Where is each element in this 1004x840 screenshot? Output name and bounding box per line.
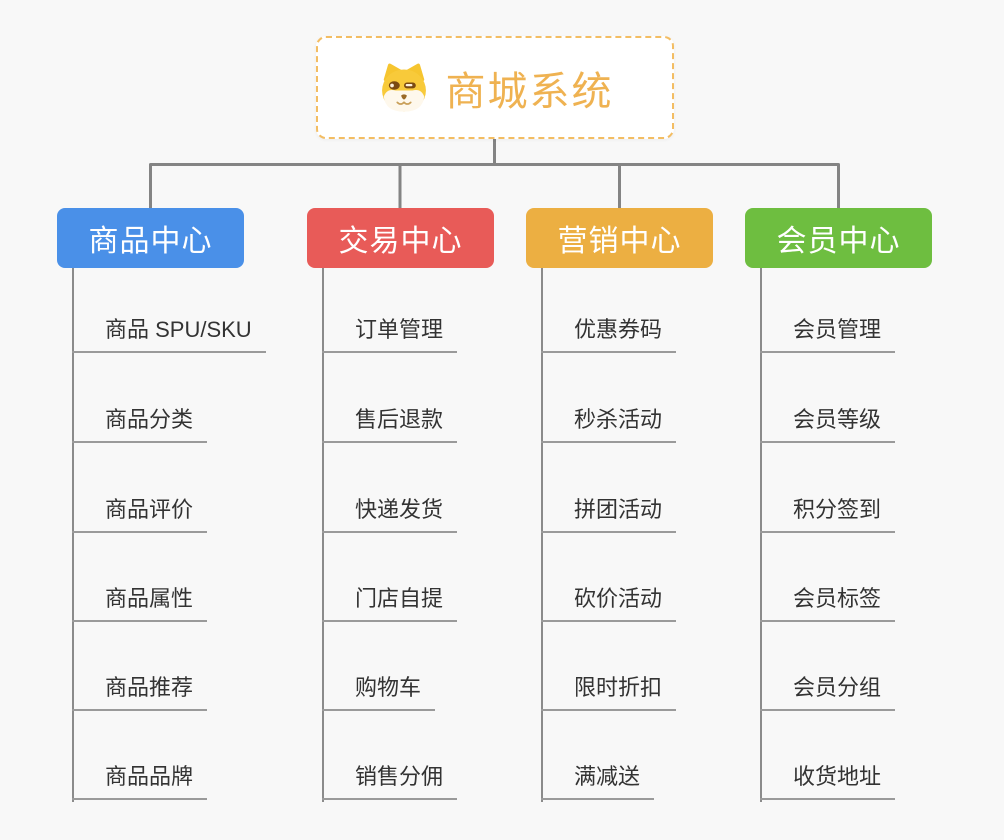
leaf-item-trade-center-0[interactable]: 订单管理 bbox=[322, 311, 458, 353]
leaf-item-member-center-5[interactable]: 收货地址 bbox=[760, 758, 896, 800]
shiba-dog-icon bbox=[377, 62, 431, 114]
leaf-item-product-center-4[interactable]: 商品推荐 bbox=[72, 669, 208, 711]
leaf-item-trade-center-2[interactable]: 快递发货 bbox=[322, 491, 458, 533]
leaf-item-trade-center-1[interactable]: 售后退款 bbox=[322, 401, 458, 443]
branch-label: 商品中心 bbox=[88, 225, 213, 258]
leaf-item-marketing-center-5[interactable]: 满减送 bbox=[541, 758, 655, 800]
branch-label: 交易中心 bbox=[338, 225, 463, 258]
leaf-item-member-center-4[interactable]: 会员分组 bbox=[760, 669, 896, 711]
leaf-item-member-center-1[interactable]: 会员等级 bbox=[760, 401, 896, 443]
leaf-item-marketing-center-1[interactable]: 秒杀活动 bbox=[541, 401, 677, 443]
branch-trunk-line bbox=[541, 268, 543, 802]
leaf-item-marketing-center-3[interactable]: 砍价活动 bbox=[541, 580, 677, 622]
leaf-item-product-center-5[interactable]: 商品品牌 bbox=[72, 758, 208, 800]
branch-header-product-center[interactable]: 商品中心 bbox=[57, 208, 244, 268]
leaf-item-product-center-0[interactable]: 商品 SPU/SKU bbox=[72, 311, 266, 353]
branch-label: 营销中心 bbox=[557, 225, 682, 258]
leaf-item-trade-center-4[interactable]: 购物车 bbox=[322, 669, 436, 711]
leaf-item-product-center-1[interactable]: 商品分类 bbox=[72, 401, 208, 443]
root-title: 商城系统 bbox=[445, 69, 614, 114]
root-node[interactable]: 商城系统 bbox=[316, 36, 674, 139]
leaf-item-marketing-center-2[interactable]: 拼团活动 bbox=[541, 491, 677, 533]
branch-trunk-line bbox=[760, 268, 762, 802]
leaf-item-member-center-2[interactable]: 积分签到 bbox=[760, 491, 896, 533]
leaf-item-member-center-3[interactable]: 会员标签 bbox=[760, 580, 896, 622]
branch-header-trade-center[interactable]: 交易中心 bbox=[307, 208, 494, 268]
leaf-item-member-center-0[interactable]: 会员管理 bbox=[760, 311, 896, 353]
leaf-item-trade-center-5[interactable]: 销售分佣 bbox=[322, 758, 458, 800]
leaf-item-marketing-center-4[interactable]: 限时折扣 bbox=[541, 669, 677, 711]
branch-header-marketing-center[interactable]: 营销中心 bbox=[526, 208, 713, 268]
branch-trunk-line bbox=[322, 268, 324, 802]
leaf-item-trade-center-3[interactable]: 门店自提 bbox=[322, 580, 458, 622]
branch-header-member-center[interactable]: 会员中心 bbox=[745, 208, 932, 268]
branch-label: 会员中心 bbox=[776, 225, 901, 258]
leaf-item-product-center-3[interactable]: 商品属性 bbox=[72, 580, 208, 622]
leaf-item-product-center-2[interactable]: 商品评价 bbox=[72, 491, 208, 533]
leaf-item-marketing-center-0[interactable]: 优惠券码 bbox=[541, 311, 677, 353]
branch-trunk-line bbox=[72, 268, 74, 802]
